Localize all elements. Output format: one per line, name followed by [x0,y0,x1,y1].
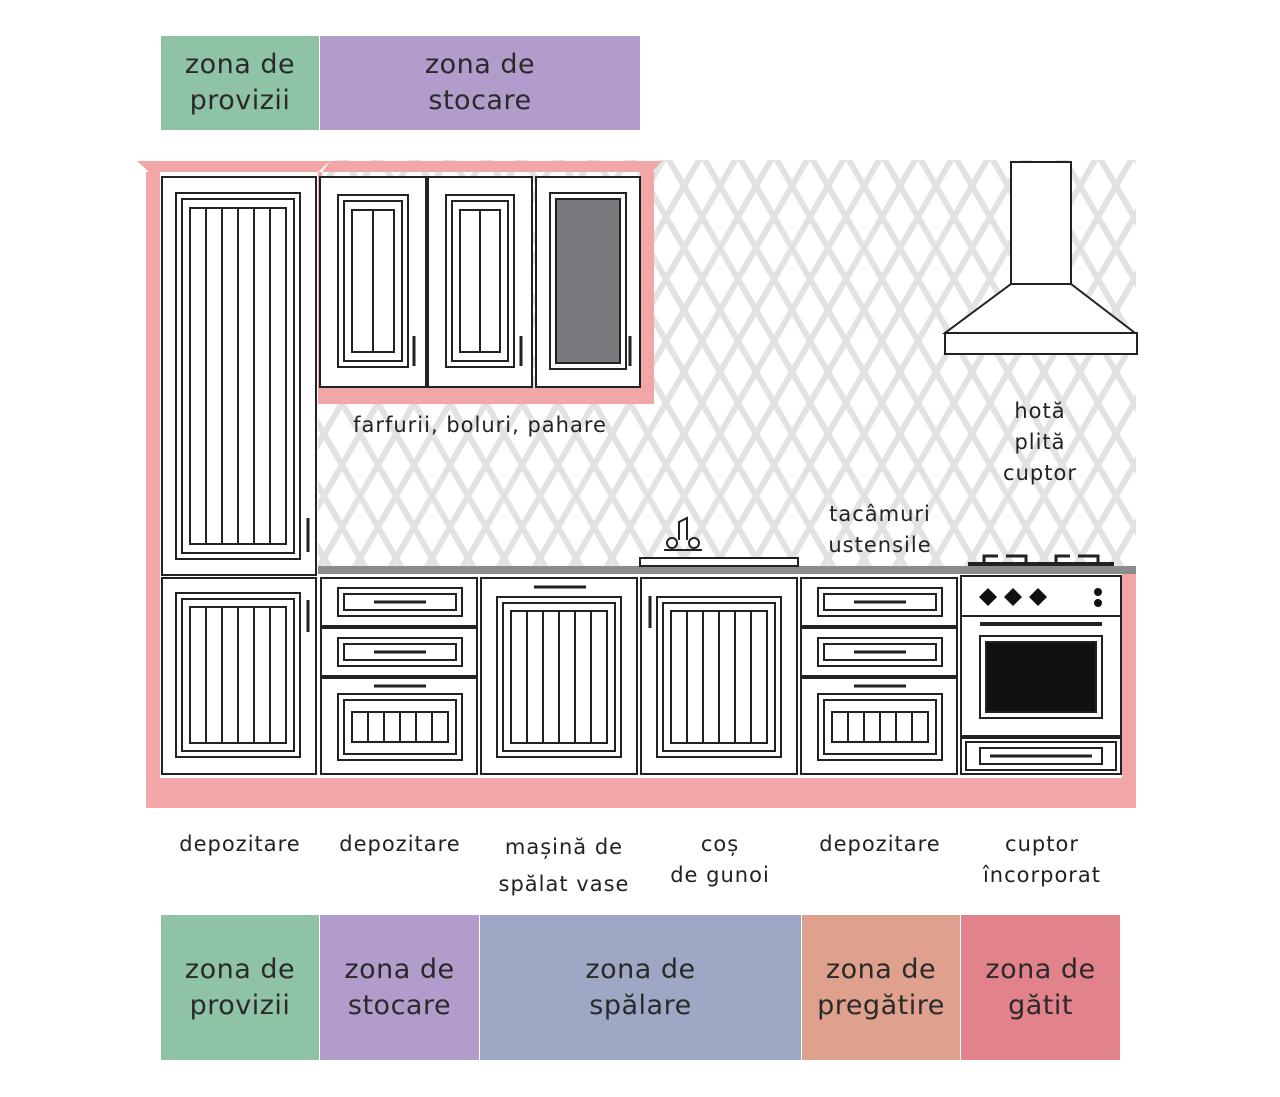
bottom-zone-gatit-label: zona de gătit [985,953,1096,1021]
annotation-prep: tacâmuri ustensile [828,502,932,557]
unit-label-1: depozitare [179,832,301,856]
top-zone-provizii-label: zona de provizii [184,49,296,116]
bottom-zone-stocare: zona de stocare [320,915,479,1060]
unit-label-5: depozitare [819,832,941,856]
base-drawers-storage [320,577,478,775]
top-zone-stocare-label: zona de stocare [424,49,536,116]
bottom-zone-pregatire: zona de pregătire [802,915,960,1060]
bottom-zone-spalare-label: zona de spălare [585,953,696,1021]
bottom-zone-pregatire-label: zona de pregătire [817,953,945,1021]
countertop [318,566,1136,574]
unit-label-4: coș de gunoi [670,832,770,887]
unit-label-6: cuptor încorporat [982,832,1102,887]
base-drawers-prep [800,577,958,775]
base-dishwasher [480,577,638,775]
bottom-zone-gatit: zona de gătit [961,915,1120,1060]
top-zone-provizii: zona de provizii [161,36,319,130]
unit-label-3: mașină de spălat vase [498,835,630,896]
pantry-tall-cabinet [161,176,317,576]
annotation-hood: hotă plită cuptor [1003,399,1077,485]
bottom-zone-provizii: zona de provizii [161,915,319,1060]
upper-cabinets [319,176,641,388]
bottom-zone-spalare: zona de spălare [480,915,801,1060]
base-pantry [161,577,317,775]
cooktop [968,554,1114,566]
top-zone-stocare: zona de stocare [320,36,640,130]
annotation-upper-cabinets: farfurii, boluri, pahare [353,413,607,437]
base-bin [640,577,798,775]
bottom-zone-stocare-label: zona de stocare [344,953,455,1021]
sink [639,516,799,567]
cabinet-frame [137,161,1136,808]
hood [941,161,1138,355]
bottom-zone-provizii-label: zona de provizii [184,953,296,1021]
base-oven [960,575,1122,775]
unit-label-2: depozitare [339,832,461,856]
